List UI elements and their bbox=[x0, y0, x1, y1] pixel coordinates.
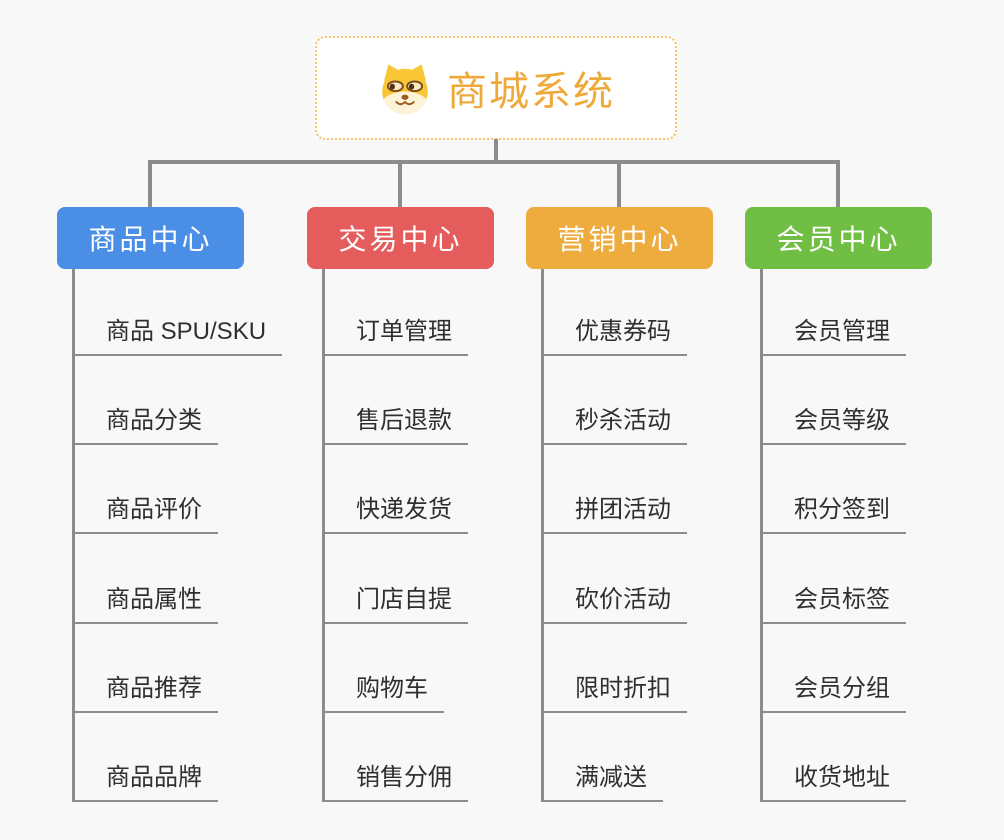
leaf-topic[interactable]: 拼团活动 bbox=[541, 494, 687, 534]
leaf-topic[interactable]: 售后退款 bbox=[322, 405, 468, 445]
branch-header-member-center[interactable]: 会员中心 bbox=[745, 207, 932, 269]
leaf-topic[interactable]: 会员标签 bbox=[760, 584, 906, 624]
branch-trunk-line bbox=[541, 269, 544, 802]
leaf-topic[interactable]: 优惠券码 bbox=[541, 316, 687, 356]
connector-drop-marketing bbox=[617, 160, 621, 208]
leaf-topic[interactable]: 订单管理 bbox=[322, 316, 468, 356]
leaf-topic[interactable]: 砍价活动 bbox=[541, 584, 687, 624]
branch-trunk-line bbox=[72, 269, 75, 802]
connector-horizontal bbox=[148, 160, 840, 164]
branch-header-trade-center[interactable]: 交易中心 bbox=[307, 207, 494, 269]
shiba-dog-icon bbox=[382, 64, 428, 115]
branch-trunk-line bbox=[322, 269, 325, 802]
leaf-topic[interactable]: 购物车 bbox=[322, 673, 444, 713]
leaf-topic[interactable]: 会员等级 bbox=[760, 405, 906, 445]
connector-drop-members bbox=[836, 160, 840, 208]
leaf-topic[interactable]: 门店自提 bbox=[322, 584, 468, 624]
leaf-topic[interactable]: 商品 SPU/SKU bbox=[72, 316, 283, 356]
connector-drop-trade bbox=[398, 160, 402, 208]
leaf-topic[interactable]: 商品属性 bbox=[72, 584, 218, 624]
connector-drop-products bbox=[148, 160, 152, 208]
leaf-topic[interactable]: 会员管理 bbox=[760, 316, 906, 356]
leaf-topic[interactable]: 商品评价 bbox=[72, 494, 218, 534]
connector-root-drop bbox=[494, 139, 498, 162]
leaf-topic[interactable]: 满减送 bbox=[541, 762, 663, 802]
leaf-topic[interactable]: 会员分组 bbox=[760, 673, 906, 713]
leaf-topic[interactable]: 销售分佣 bbox=[322, 762, 468, 802]
branch-trunk-line bbox=[760, 269, 763, 802]
leaf-topic[interactable]: 商品推荐 bbox=[72, 673, 218, 713]
leaf-topic[interactable]: 收货地址 bbox=[760, 762, 906, 802]
leaf-topic[interactable]: 限时折扣 bbox=[541, 673, 687, 713]
branch-header-marketing-center[interactable]: 营销中心 bbox=[526, 207, 713, 269]
root-topic-title: 商城系统 bbox=[447, 70, 615, 114]
leaf-topic[interactable]: 秒杀活动 bbox=[541, 405, 687, 445]
root-topic[interactable]: 商城系统 bbox=[315, 36, 677, 140]
leaf-topic[interactable]: 快递发货 bbox=[322, 494, 468, 534]
leaf-topic[interactable]: 积分签到 bbox=[760, 494, 906, 534]
leaf-topic[interactable]: 商品品牌 bbox=[72, 762, 218, 802]
leaf-topic[interactable]: 商品分类 bbox=[72, 405, 218, 445]
branch-header-product-center[interactable]: 商品中心 bbox=[57, 207, 244, 269]
